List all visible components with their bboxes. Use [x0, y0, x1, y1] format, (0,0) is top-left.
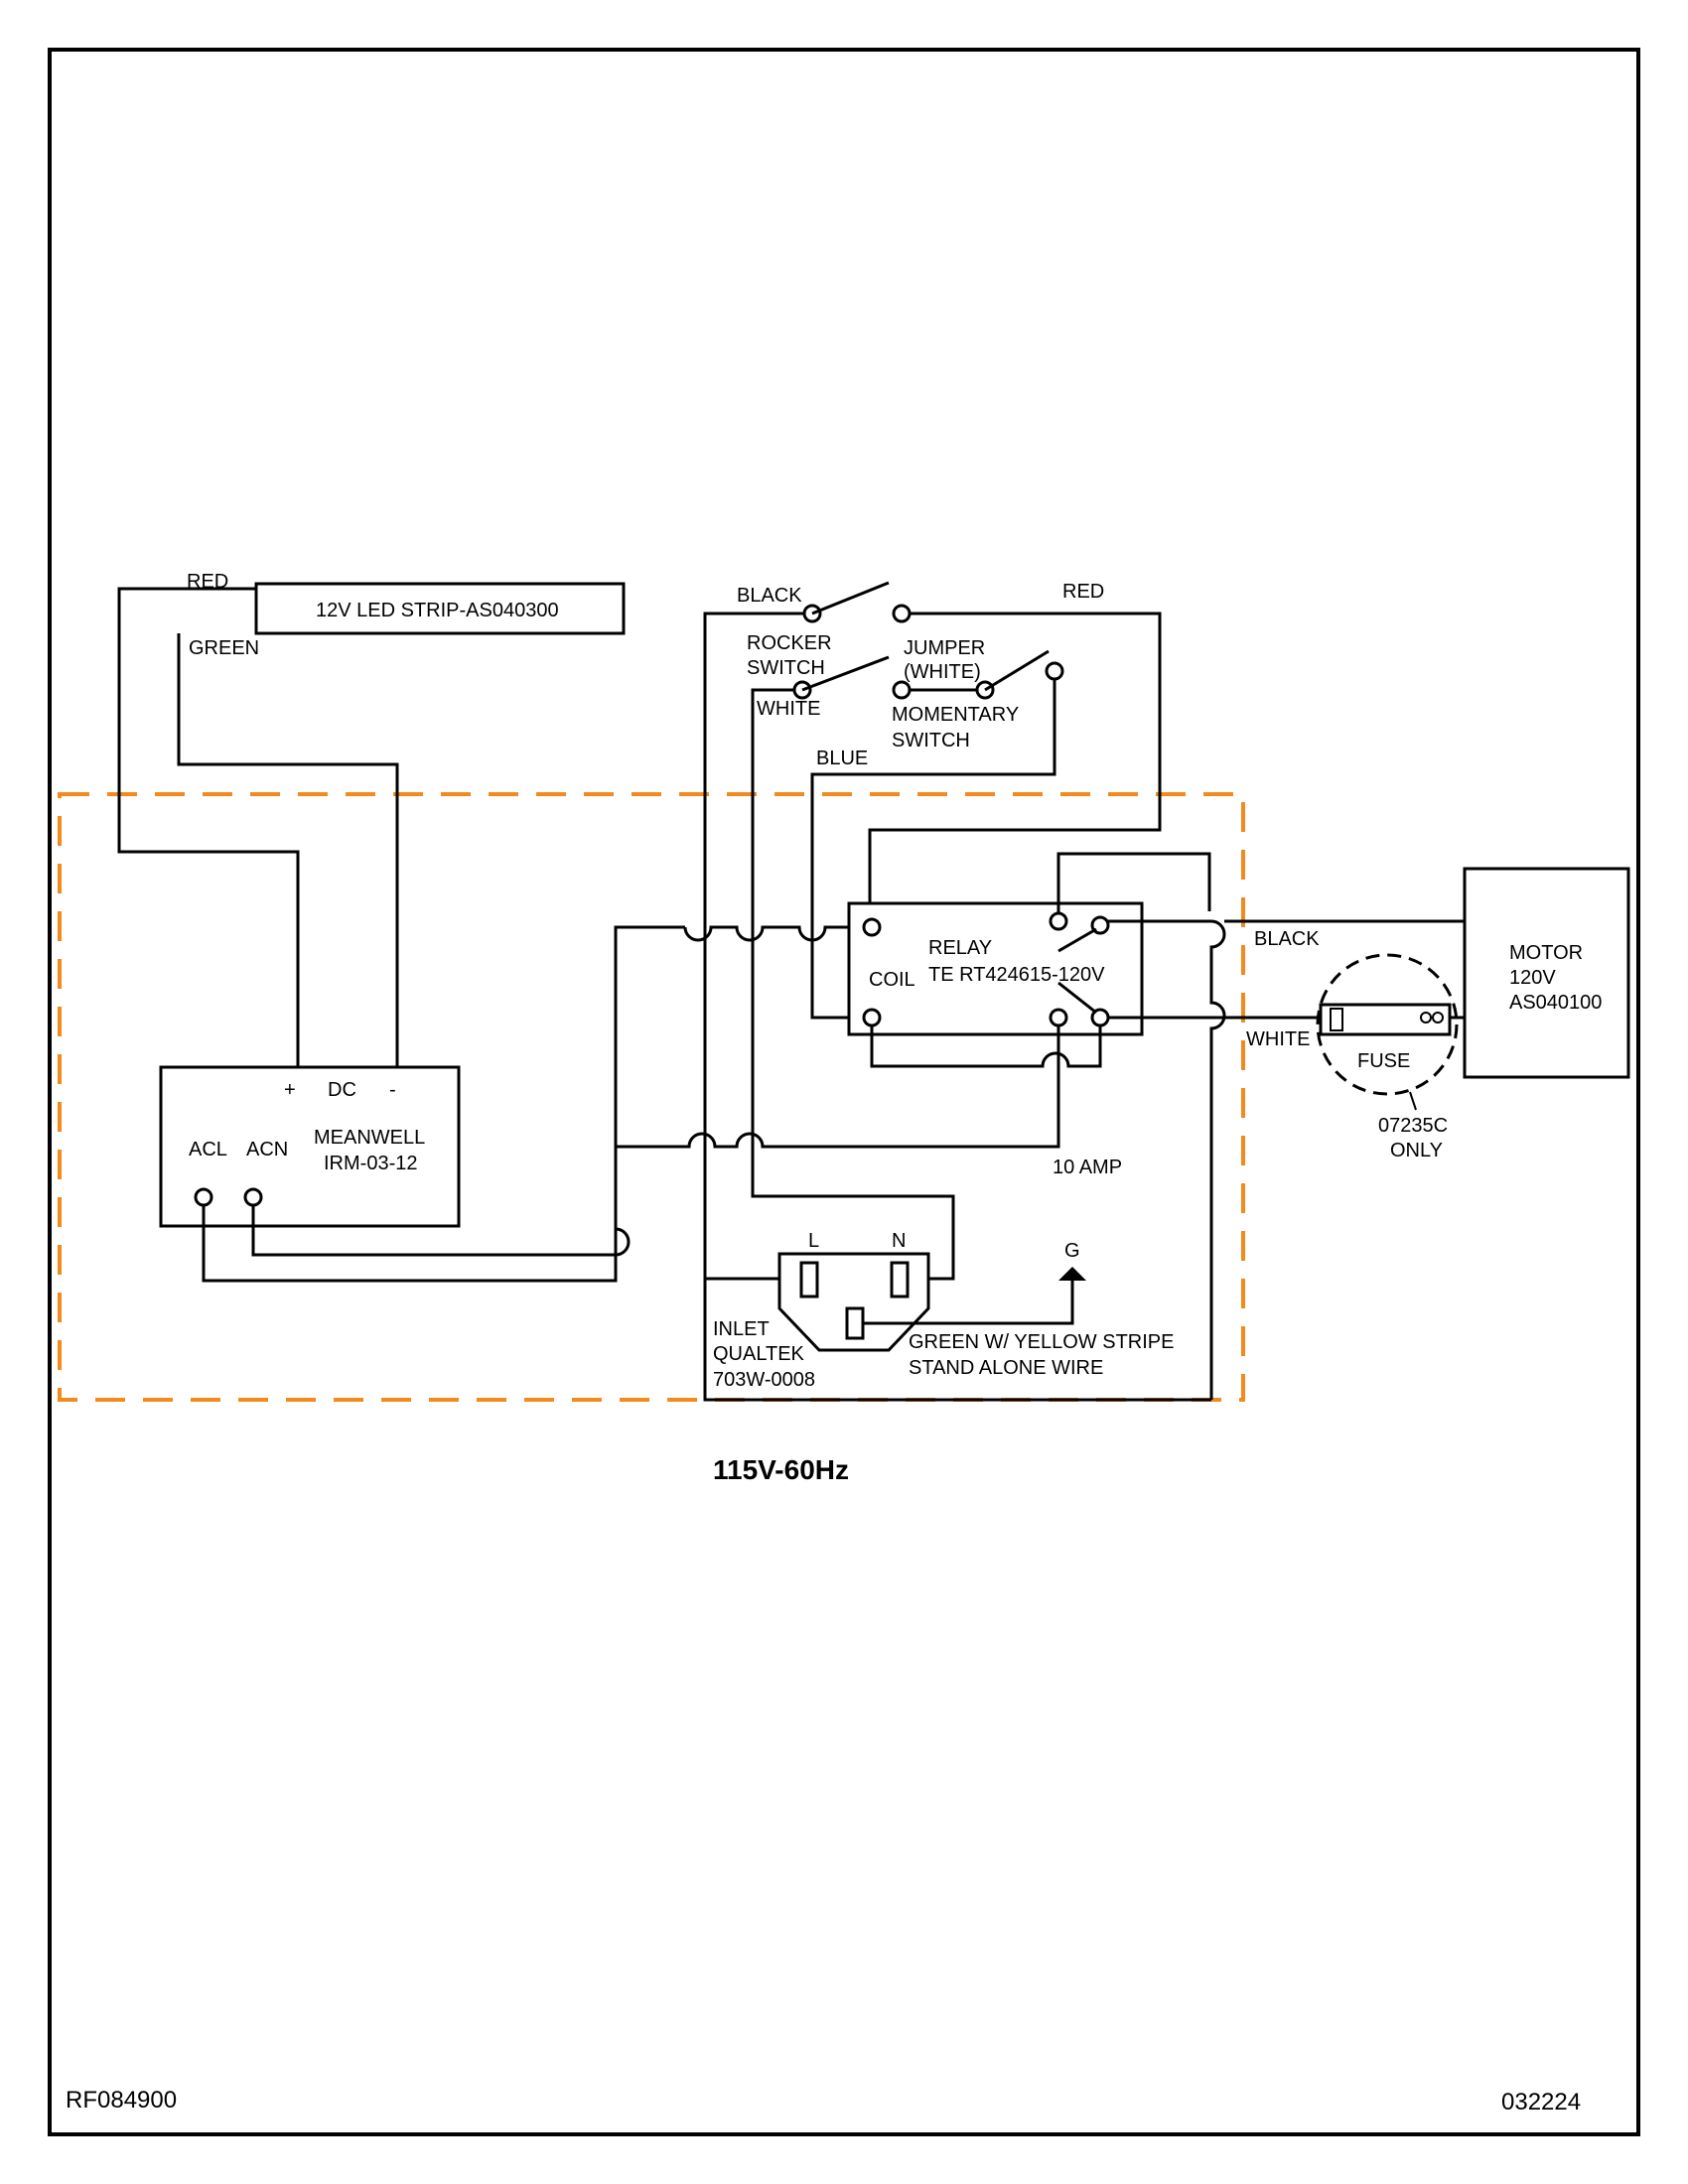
wire-relay-coil-return: [870, 1025, 1102, 1068]
jumper-label-1: JUMPER: [904, 637, 985, 659]
rocker-name-label-2: SWITCH: [747, 657, 825, 679]
wire-psu-acl: [202, 925, 685, 1283]
led-strip-box: [254, 582, 626, 635]
momentary-terminal-b: [1045, 661, 1064, 681]
led-strip-label: 12V LED STRIP-AS040300: [316, 600, 559, 621]
wire-black-line: [703, 612, 812, 1281]
supply-voltage-label: 115V-60Hz: [713, 1454, 849, 1485]
psu-acn-label: ACN: [246, 1139, 288, 1160]
fuse-cap-left: [1330, 1008, 1343, 1031]
relay-coil-terminal-1: [862, 917, 882, 937]
momentary-label-1: MOMENTARY: [892, 704, 1019, 726]
ground-symbol: [1058, 1267, 1086, 1281]
momentary-blade: [984, 649, 1050, 692]
motor-name-label: MOTOR: [1509, 942, 1583, 964]
inlet-l-label: L: [808, 1230, 819, 1252]
inlet-l-pin: [799, 1261, 819, 1298]
relay-contact-1a: [1049, 911, 1068, 931]
led-green-label: GREEN: [189, 637, 259, 659]
inlet-part-label: 703W-0008: [713, 1369, 815, 1391]
psu-minus-label: -: [389, 1079, 396, 1101]
motor-black-label: BLACK: [1254, 928, 1320, 950]
momentary-blue-label: BLUE: [816, 748, 868, 769]
wire-relay-contact-1: [1056, 852, 1211, 913]
relay-contact-1-blade: [1057, 927, 1097, 953]
motor-white-label: WHITE: [1246, 1028, 1310, 1050]
motor-part-label: AS040100: [1509, 992, 1602, 1014]
rocker-red-label: RED: [1062, 581, 1104, 603]
wire-white-neutral: [751, 688, 794, 1196]
momentary-label-2: SWITCH: [892, 730, 970, 751]
wire-led-green: [177, 633, 399, 1067]
wire-coil-feed: [683, 925, 872, 942]
fuse-note-2: ONLY: [1390, 1140, 1443, 1161]
jumper-terminal-a: [892, 680, 912, 700]
inlet-brand-label: QUALTEK: [713, 1343, 805, 1365]
wire-psu-acn: [251, 1205, 631, 1257]
enclosure-inner-box: [703, 1196, 1211, 1402]
jumper-label-2: (WHITE): [904, 661, 981, 683]
wire-relay-contact-2: [616, 1025, 1060, 1149]
psu-acl-terminal: [194, 1187, 213, 1207]
relay-coil-label: COIL: [869, 969, 915, 991]
fuse-callout-circle: [1316, 953, 1459, 1096]
wire-rocker-red: [868, 612, 1162, 919]
fuse-note-1: 07235C: [1378, 1115, 1448, 1137]
revision-date: 032224: [1501, 2089, 1581, 2116]
psu-acn-terminal: [243, 1187, 263, 1207]
rocker-blade: [811, 581, 890, 615]
psu-dc-label: DC: [328, 1079, 356, 1101]
ground-g-label: G: [1064, 1240, 1080, 1262]
drawing-number: RF084900: [66, 2087, 177, 2114]
ground-wire-label-1: GREEN W/ YELLOW STRIPE: [909, 1331, 1174, 1353]
rocker-white-label: WHITE: [757, 698, 820, 720]
relay-coil-terminal-2: [862, 1008, 882, 1027]
relay-model-label: TE RT424615-120V: [928, 964, 1105, 986]
rocker-pole2-blade: [801, 655, 890, 692]
relay-contact-2-blade: [1057, 981, 1097, 1015]
wire-relay-line-out: [1108, 919, 1226, 1400]
fuse-end-1: [1420, 1012, 1432, 1024]
motor-voltage-label: 120V: [1509, 967, 1556, 989]
psu-model-label: IRM-03-12: [324, 1153, 417, 1174]
rocker-name-label-1: ROCKER: [747, 632, 832, 654]
psu-name-label: MEANWELL: [314, 1127, 425, 1149]
relay-contact-2a: [1049, 1008, 1068, 1027]
wire-inlet-neutral: [751, 1160, 955, 1281]
page-border: [48, 48, 1640, 2136]
inlet-g-pin: [845, 1306, 865, 1340]
wire-ground: [863, 1281, 1074, 1325]
ground-wire-label-2: STAND ALONE WIRE: [909, 1357, 1103, 1379]
inlet-name-label: INLET: [713, 1318, 770, 1340]
psu-plus-label: +: [284, 1079, 296, 1101]
motor-box: [1463, 867, 1630, 1079]
enclosure-boundary: [58, 792, 1245, 1402]
rocker-terminal-b: [892, 604, 912, 623]
wire-momentary-blue: [810, 679, 1056, 1020]
rocker-black-label: BLACK: [737, 585, 802, 607]
inlet-n-label: N: [892, 1230, 906, 1252]
relay-rating-label: 10 AMP: [1053, 1157, 1122, 1178]
fuse-leader: [1409, 1091, 1417, 1111]
inlet-n-pin: [890, 1261, 910, 1298]
fuse-end-2: [1432, 1012, 1444, 1024]
fuse-label: FUSE: [1357, 1050, 1410, 1072]
relay-name-label: RELAY: [928, 937, 992, 959]
psu-acl-label: ACL: [189, 1139, 227, 1160]
wire-led-red: [117, 587, 300, 1067]
